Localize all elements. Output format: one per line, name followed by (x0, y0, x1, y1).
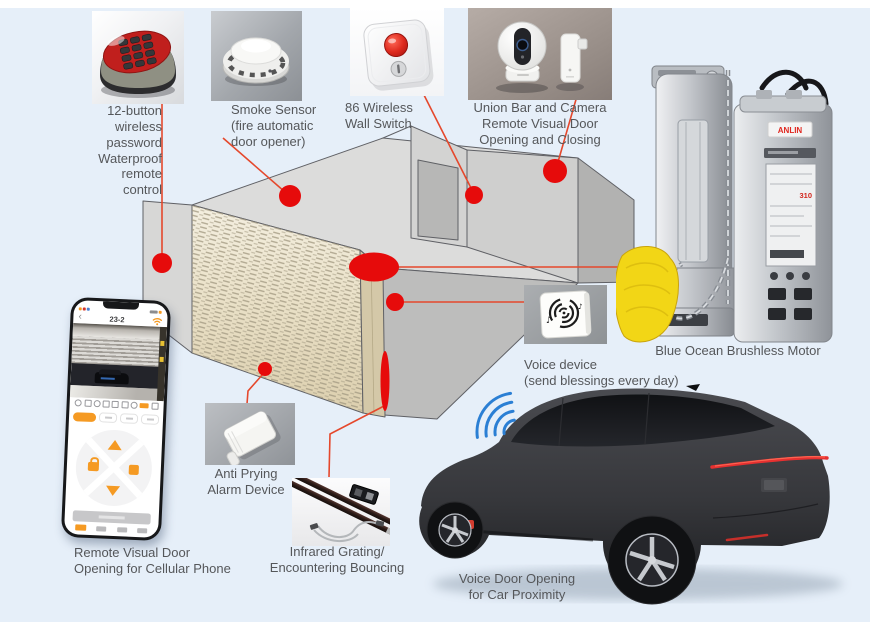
front-wheel (426, 501, 484, 559)
keypad-buttons (118, 33, 157, 70)
keypad-label: 12-button wireless password Waterproof r… (98, 103, 162, 198)
anti-prying-image (223, 411, 281, 465)
tab-item (137, 527, 148, 534)
rear-wheel (607, 515, 697, 605)
anti-prying-stub (226, 451, 240, 465)
car-illustration (419, 384, 843, 605)
tab-item (116, 526, 128, 533)
motor-counterweight-bag (616, 246, 679, 343)
toolbar-snapshot-icon (74, 399, 83, 407)
infrared-label: Infrared Grating/ Encountering Bouncing (269, 544, 405, 575)
location-dots (152, 159, 567, 411)
wifi-signal-icon (475, 391, 516, 439)
rolling-door-slats (71, 336, 167, 368)
ptz-dpad (74, 428, 154, 508)
smoke-sensor-image (222, 37, 290, 86)
anti-prying-photo (205, 403, 295, 465)
toolbar-split-icon (111, 401, 120, 409)
parked-car (94, 372, 129, 385)
tab-home-active (74, 524, 86, 532)
phone-frame: ‹ 23-2 (60, 296, 172, 542)
keypad-photo (92, 11, 184, 104)
top-margin (0, 0, 870, 8)
tab-item (96, 526, 107, 532)
dot-motor-location (349, 252, 399, 282)
music-note-icon: ♪ (578, 302, 583, 311)
car-glass (511, 394, 775, 447)
union-bar-device (560, 33, 588, 83)
voice-device-photo: ♪ ♪ (524, 285, 607, 344)
dot-voice-location (386, 293, 404, 311)
smartphone: ‹ 23-2 (60, 296, 172, 542)
wall-switch-label: 86 Wireless Wall Switch (345, 100, 413, 131)
smoke-sensor-label: Smoke Sensor (fire automatic door opener… (231, 102, 317, 149)
phone-nav-bar: ‹ 23-2 (73, 311, 167, 328)
phone-screen: ‹ 23-2 (63, 300, 169, 538)
motor-label: Blue Ocean Brushless Motor (655, 343, 821, 358)
camera-image (496, 21, 588, 93)
lock-icon (87, 461, 100, 471)
phone-tab-bar (64, 520, 158, 538)
motor-panel-value: 310 (799, 191, 812, 200)
dot-smoke-location (279, 185, 301, 207)
dot-switch-location (465, 186, 483, 204)
dot-camera-location (543, 159, 567, 183)
camera-photo (468, 8, 612, 100)
car-label: Voice Door Opening for Car Proximity (458, 571, 576, 602)
preset-pill (99, 412, 118, 424)
motor-photo: ANLIN 310 (616, 58, 860, 350)
smoke-sensor-photo (211, 11, 302, 101)
preset-pill (120, 413, 139, 425)
dot-infrared-location (380, 351, 390, 411)
smoke-sensor-vents (226, 48, 286, 78)
preset-pill-active (72, 411, 97, 422)
phone-wifi-icon (152, 317, 162, 326)
interior-door (417, 159, 459, 241)
preset-pill (140, 414, 160, 426)
speaker-spiral-icon (548, 297, 580, 329)
phone-notch (102, 301, 140, 310)
infrared-photo (292, 478, 390, 546)
dpad-down-icon (105, 485, 121, 496)
toolbar-fullscreen-icon (102, 400, 110, 408)
toolbar-exit-icon (151, 402, 159, 411)
infrared-image (292, 478, 390, 542)
voice-device-image: ♪ ♪ (539, 290, 592, 339)
toolbar-quality-icon (121, 401, 129, 409)
stop-square-icon (128, 464, 140, 475)
wall-switch-photo (350, 8, 444, 96)
voice-device-label: Voice device (send blessings every day) (524, 357, 679, 388)
toolbar-ptz-active-icon (139, 403, 150, 409)
toolbar-mute-icon (93, 400, 101, 408)
dot-antiprying-location (258, 362, 272, 376)
anti-prying-label: Anti Prying Alarm Device (207, 466, 285, 497)
phone-label: Remote Visual Door Opening for Cellular … (74, 545, 231, 576)
toolbar-speaker-icon (130, 401, 138, 410)
dpad-up-icon (107, 439, 123, 450)
car-shark-fin (686, 384, 700, 391)
motor-brand-label: ANLIN (778, 126, 803, 135)
keypad-image (100, 30, 176, 98)
infrared-cables (313, 521, 379, 542)
infrared-bracket (349, 484, 379, 505)
car-bumper-reflector (725, 533, 769, 542)
toolbar-record-icon (84, 399, 92, 408)
wall-switch-image (363, 19, 434, 91)
phone-status-bar (74, 300, 168, 315)
infrared-rails (292, 478, 390, 537)
camera-lens-icon (516, 38, 529, 52)
bottom-margin (0, 622, 870, 634)
camera-feed (69, 323, 168, 401)
dot-keypad-location (152, 253, 172, 273)
camera-label: Union Bar and Camera Remote Visual Door … (473, 100, 607, 147)
car-taillight (710, 455, 829, 469)
phone-app-title: 23-2 (109, 314, 125, 325)
music-note-icon: ♪ (546, 316, 552, 326)
motor-image: ANLIN 310 (616, 65, 833, 343)
